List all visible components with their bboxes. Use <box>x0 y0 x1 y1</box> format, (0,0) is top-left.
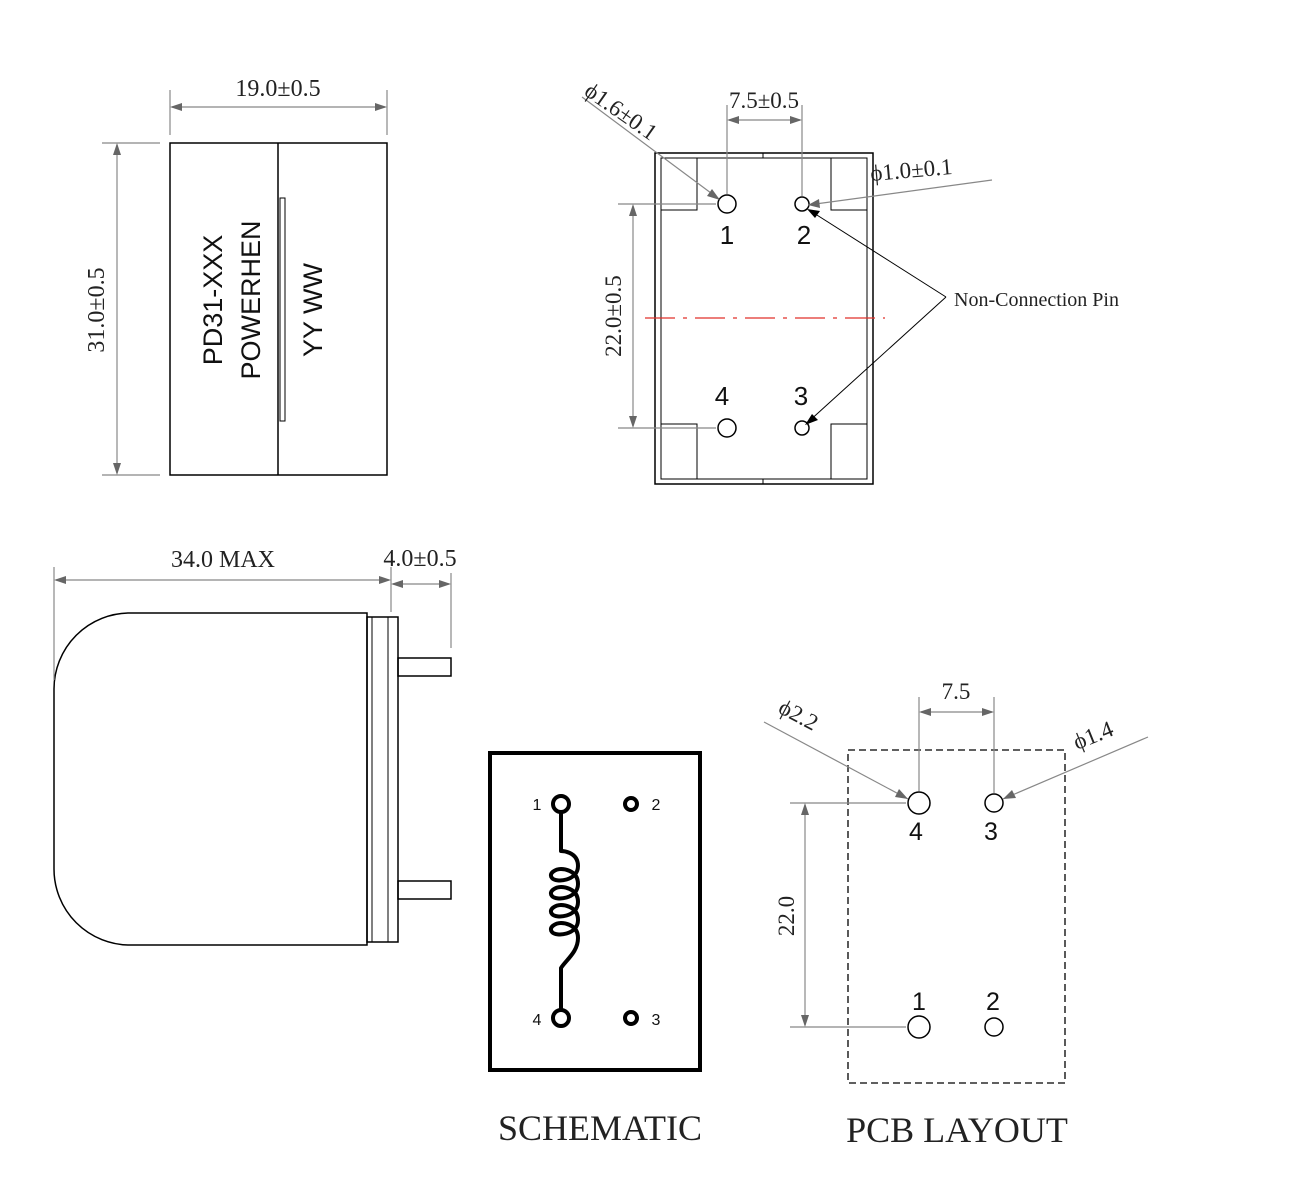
schematic-pin-4-label: 4 <box>533 1012 542 1029</box>
pcb-small-hole-dia-label: ϕ1.4 <box>1070 716 1118 755</box>
height-dim-label: 31.0±0.5 <box>84 267 110 352</box>
standoff-bottom-left <box>661 423 698 479</box>
pcb-hole-4 <box>907 791 931 815</box>
callout-leader-upper <box>808 209 947 298</box>
pcb-big-hole-leader <box>763 721 909 800</box>
pcb-small-hole-leader <box>1002 736 1149 800</box>
width-dim-label: 19.0±0.5 <box>235 76 320 102</box>
pitch-y-label: 22.0±0.5 <box>601 275 626 357</box>
pin-length-label: 4.0±0.5 <box>383 546 456 572</box>
schematic-inductor-coil <box>549 812 580 1010</box>
side-view: 34.0 MAX 4.0±0.5 <box>53 546 457 946</box>
small-pin-dia-label: ϕ1.0±0.1 <box>869 154 953 186</box>
pcb-hole-4-label: 4 <box>909 818 923 846</box>
bottom-view: 1 2 4 3 7.5±0.5 22.0±0.5 ϕ1.6±0.1 ϕ1.0±0… <box>580 78 1119 485</box>
marking-date-code: YY WW <box>298 262 328 357</box>
schematic-frame <box>488 751 702 1072</box>
schematic-pin-2 <box>623 796 639 812</box>
schematic-pin-1-label: 1 <box>533 797 542 814</box>
pcb-outline <box>847 749 1066 1084</box>
pcb-pitch-y-label: 22.0 <box>774 896 799 936</box>
non-connection-callout: Non-Connection Pin <box>954 289 1119 311</box>
pin-3-label: 3 <box>794 381 808 411</box>
side-view-base <box>366 616 399 943</box>
length-dim-label: 34.0 MAX <box>171 547 275 573</box>
pcb-hole-2 <box>984 1017 1004 1037</box>
pcb-pitch-x-label: 7.5 <box>942 679 971 704</box>
callout-leader-lower <box>806 296 947 424</box>
pcb-hole-2-label: 2 <box>986 988 1000 1016</box>
pin-4-hole <box>717 418 737 438</box>
pcb-hole-1-label: 1 <box>912 988 926 1016</box>
schematic-pin-3-label: 3 <box>652 1012 661 1029</box>
pcb-big-hole-dia-label: ϕ2.2 <box>775 694 823 735</box>
pin-4-label: 4 <box>715 381 729 411</box>
pin-2-label: 2 <box>797 220 811 250</box>
pin-2-hole <box>794 196 810 212</box>
marking-part-number: PD31-XXX <box>198 235 228 366</box>
pin-1-label: 1 <box>720 220 734 250</box>
pcb-layout-title: PCB LAYOUT <box>846 1110 1068 1150</box>
standoff-top-right <box>830 158 867 211</box>
pcb-hole-1 <box>907 1015 931 1039</box>
pitch-x-label: 7.5±0.5 <box>729 88 799 113</box>
small-pin-leader <box>807 179 993 206</box>
standoff-bottom-right <box>830 423 867 479</box>
side-view-pin-upper <box>397 657 452 677</box>
schematic-title: SCHEMATIC <box>498 1108 702 1148</box>
side-view-body <box>53 612 368 946</box>
top-view-label-strip <box>279 197 286 422</box>
pcb-layout: 4 3 1 2 7.5 22.0 ϕ2.2 ϕ1.4 PCB LAYOUT <box>763 679 1149 1150</box>
schematic-pin-3 <box>623 1010 639 1026</box>
pcb-hole-3 <box>984 793 1004 813</box>
pin-1-hole <box>717 194 737 214</box>
schematic-pin-4 <box>551 1008 571 1028</box>
big-pin-dia-label: ϕ1.6±0.1 <box>580 78 662 146</box>
top-view: 19.0±0.5 31.0±0.5 PD31-XXX POWERHEN YY W… <box>84 76 388 476</box>
marking-brand: POWERHEN <box>236 220 266 379</box>
pcb-hole-3-label: 3 <box>984 818 998 846</box>
schematic: 1 2 4 3 SCHEMATIC <box>488 751 702 1148</box>
standoff-top-left <box>661 158 698 211</box>
schematic-pin-1 <box>551 794 571 814</box>
pin-3-hole <box>794 420 810 436</box>
schematic-pin-2-label: 2 <box>652 797 661 814</box>
big-pin-leader <box>581 96 720 200</box>
side-view-pin-lower <box>397 880 452 900</box>
